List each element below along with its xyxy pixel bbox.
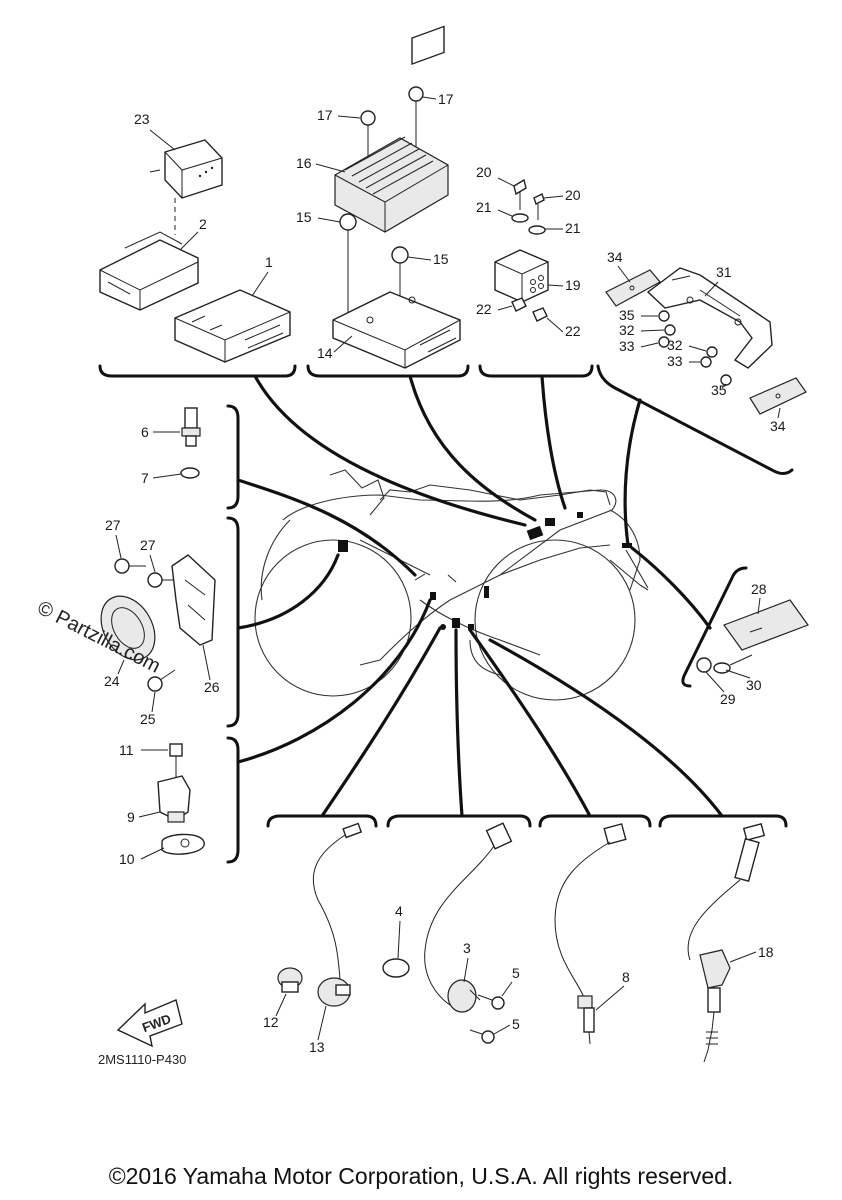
label-21b: 21 xyxy=(565,220,581,236)
forward-arrow-icon: FWD xyxy=(116,999,183,1048)
part-9-crank-position-sensor xyxy=(157,775,191,823)
label-22b: 22 xyxy=(565,323,581,339)
part-32-washer-b xyxy=(706,346,718,358)
part-18-sensor-with-lead xyxy=(687,823,766,1063)
part-1-ecu xyxy=(174,289,291,363)
part-16-rectifier-regulator xyxy=(334,25,449,233)
part-7-washer xyxy=(180,467,200,479)
label-4: 4 xyxy=(395,903,403,919)
part-12-sensor xyxy=(277,967,303,993)
label-5a: 5 xyxy=(512,965,520,981)
label-3: 3 xyxy=(463,940,471,956)
part-22-nut-b xyxy=(532,307,548,322)
label-15b: 15 xyxy=(433,251,449,267)
part-3-sensor-with-lead xyxy=(424,822,513,1013)
label-31: 31 xyxy=(716,264,732,280)
label-25: 25 xyxy=(140,711,156,727)
part-labels: 23 2 1 17 17 16 15 15 14 20 20 21 21 1 xyxy=(104,91,786,1055)
label-18: 18 xyxy=(758,944,774,960)
label-2: 2 xyxy=(199,216,207,232)
label-29: 29 xyxy=(720,691,736,707)
part-28-reflector xyxy=(723,599,809,651)
part-29-nut xyxy=(696,657,712,673)
label-33b: 33 xyxy=(667,353,683,369)
label-34a: 34 xyxy=(607,249,623,265)
label-27a: 27 xyxy=(105,517,121,533)
part-34-reflector-a xyxy=(605,269,661,307)
label-12: 12 xyxy=(263,1014,279,1030)
label-11: 11 xyxy=(119,742,134,758)
part-6-temperature-sensor xyxy=(181,407,201,447)
label-5b: 5 xyxy=(512,1016,520,1032)
ecu-location-mark xyxy=(338,540,348,552)
part-32-washer-a xyxy=(664,324,676,336)
part-5-bolt-a xyxy=(477,994,505,1010)
part-35-nut-b xyxy=(720,374,732,386)
part-15-bolt-a xyxy=(339,213,357,318)
label-33a: 33 xyxy=(619,338,635,354)
callout-lines xyxy=(236,374,724,818)
part-33-nut-b xyxy=(700,356,712,368)
label-10: 10 xyxy=(119,851,135,867)
part-11-bolt xyxy=(169,743,183,780)
part-21-washer-b xyxy=(528,225,546,235)
label-6: 6 xyxy=(141,424,149,440)
label-22a: 22 xyxy=(476,301,492,317)
part-13-sensor-with-lead xyxy=(312,822,363,1007)
label-26: 26 xyxy=(204,679,220,695)
part-33-nut-a xyxy=(658,336,670,348)
part-35-nut-a xyxy=(658,310,670,322)
part-22-nut-a xyxy=(511,297,527,312)
part-4-o-ring xyxy=(382,958,410,978)
part-30-washer xyxy=(713,662,731,674)
label-20b: 20 xyxy=(565,187,581,203)
part-34-reflector-b xyxy=(749,377,807,415)
part-2-relay-bracket xyxy=(99,231,199,311)
label-7: 7 xyxy=(141,470,149,486)
figure-code: 2MS1110-P430 xyxy=(98,1052,186,1067)
part-19-connector xyxy=(494,249,549,303)
part-14-mounting-bracket xyxy=(332,291,461,369)
label-16: 16 xyxy=(296,155,312,171)
part-24-lean-angle-sensor xyxy=(100,595,156,661)
part-31-reflector-bracket xyxy=(646,267,773,369)
label-9: 9 xyxy=(127,809,135,825)
label-8: 8 xyxy=(622,969,630,985)
part-5-bolt-b xyxy=(469,1029,495,1044)
part-27-bolt-a xyxy=(114,558,146,574)
label-32a: 32 xyxy=(619,322,635,338)
label-27b: 27 xyxy=(140,537,156,553)
label-35a: 35 xyxy=(619,307,635,323)
label-1: 1 xyxy=(265,254,273,270)
part-8-oxygen-sensor xyxy=(554,823,627,1045)
label-13: 13 xyxy=(309,1039,325,1055)
part-10-gasket xyxy=(161,833,205,855)
label-35b: 35 xyxy=(711,382,727,398)
part-20-screw-a xyxy=(513,178,527,210)
part-21-washer-a xyxy=(511,213,529,223)
label-30: 30 xyxy=(746,677,762,693)
label-23: 23 xyxy=(134,111,150,127)
label-24: 24 xyxy=(104,673,120,689)
copyright-notice: ©2016 Yamaha Motor Corporation, U.S.A. A… xyxy=(108,1163,734,1189)
part-25-bolt xyxy=(147,669,176,692)
label-14: 14 xyxy=(317,345,333,361)
label-32b: 32 xyxy=(667,337,683,353)
part-26-sensor-bracket xyxy=(171,554,216,646)
part-20-screw-b xyxy=(533,193,545,220)
label-20a: 20 xyxy=(476,164,492,180)
group-brackets xyxy=(98,364,794,864)
label-15a: 15 xyxy=(296,209,312,225)
label-19: 19 xyxy=(565,277,581,293)
label-17b: 17 xyxy=(438,91,454,107)
label-28: 28 xyxy=(751,581,767,597)
label-21a: 21 xyxy=(476,199,492,215)
label-34b: 34 xyxy=(770,418,786,434)
part-23-relay xyxy=(149,139,223,199)
label-17a: 17 xyxy=(317,107,333,123)
